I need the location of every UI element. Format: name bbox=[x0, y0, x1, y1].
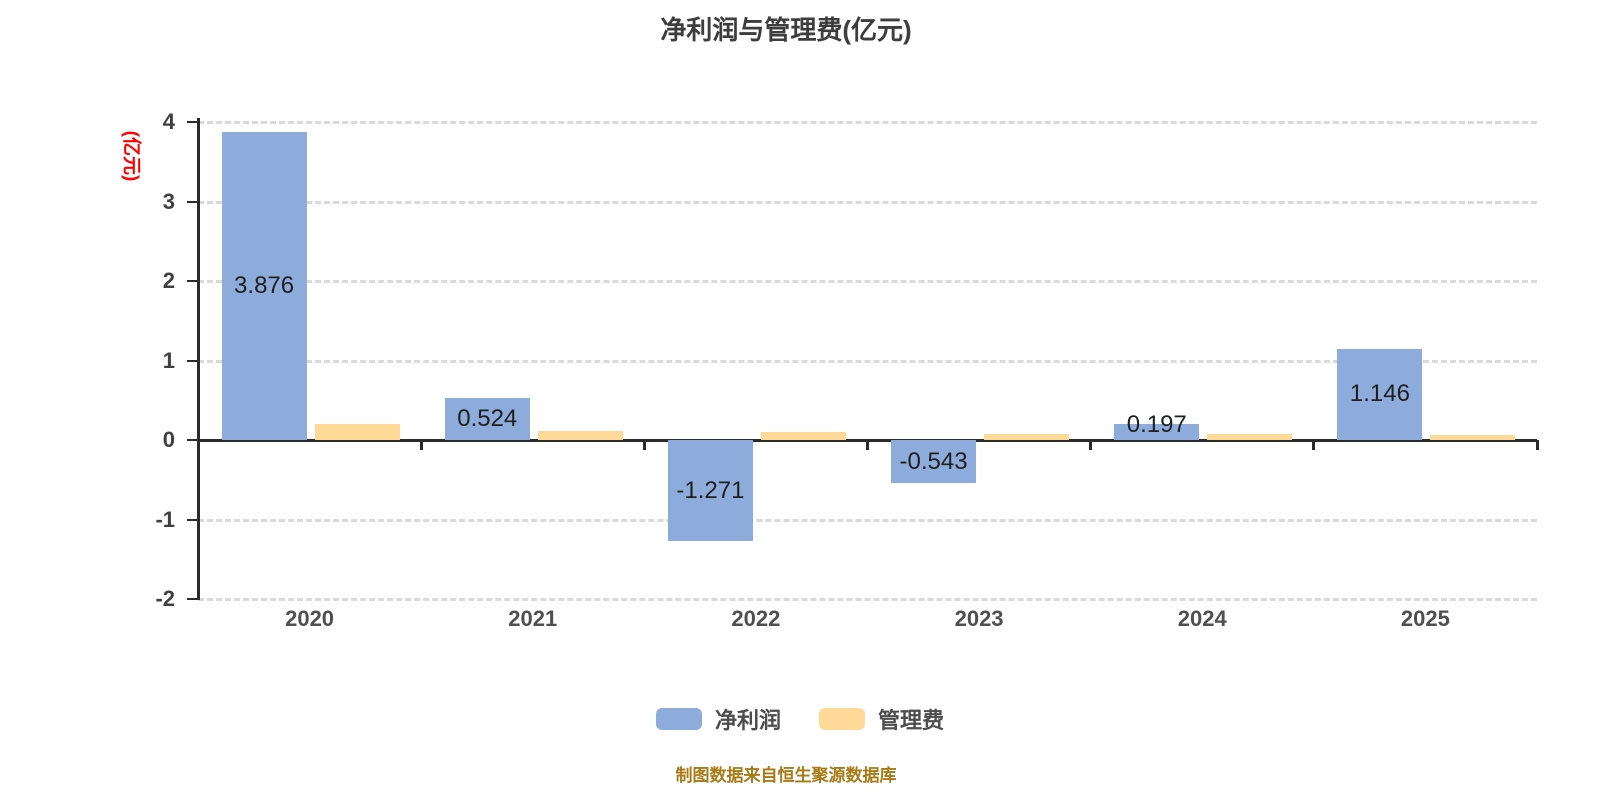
gridline bbox=[198, 280, 1537, 283]
bar-value-label: 0.197 bbox=[1126, 411, 1187, 438]
x-tick-label: 2020 bbox=[285, 606, 335, 631]
net-profit-bar-2022 bbox=[667, 440, 753, 542]
management-fee-bar-2020 bbox=[314, 424, 400, 440]
y-tick-label: 1 bbox=[162, 347, 175, 373]
x-axis-tick bbox=[419, 440, 423, 450]
net-profit-bar-2020 bbox=[221, 131, 307, 440]
x-tick-label: 2024 bbox=[1177, 606, 1227, 631]
x-axis-tick bbox=[642, 440, 646, 450]
y-axis-line bbox=[197, 118, 200, 600]
net-profit-bar-2025 bbox=[1337, 348, 1423, 440]
y-tick-label: 0 bbox=[162, 427, 175, 452]
bar-value-label: 1.146 bbox=[1349, 380, 1410, 408]
x-axis-tick bbox=[866, 440, 869, 450]
management-fee-bar-2023 bbox=[984, 434, 1070, 440]
y-tick-label: -2 bbox=[155, 586, 175, 611]
net-profit-bar-2023 bbox=[891, 440, 977, 484]
x-axis-tick bbox=[1535, 440, 1539, 450]
y-axis-tick bbox=[187, 518, 197, 521]
gridline bbox=[198, 121, 1537, 124]
x-tick-label: 2021 bbox=[508, 606, 558, 631]
y-tick-label: 4 bbox=[162, 109, 175, 134]
bar-value-label: -1.271 bbox=[676, 476, 745, 504]
gridline bbox=[198, 200, 1537, 204]
chart-title: 净利润与管理费(亿元) bbox=[660, 15, 912, 45]
x-axis-tick bbox=[1089, 440, 1093, 450]
y-axis-tick bbox=[187, 439, 197, 441]
y-tick-label: -1 bbox=[155, 506, 175, 532]
y-tick-label: 3 bbox=[162, 188, 175, 214]
y-axis-tick bbox=[187, 121, 197, 123]
y-tick-label: 2 bbox=[162, 268, 175, 293]
x-tick-label: 2023 bbox=[954, 606, 1004, 631]
gridline bbox=[198, 598, 1537, 601]
x-axis-tick bbox=[1312, 440, 1316, 450]
management-fee-bar-2022 bbox=[760, 432, 846, 440]
y-axis-tick bbox=[187, 598, 197, 600]
y-axis-tick bbox=[187, 359, 197, 362]
gridline bbox=[198, 518, 1537, 522]
x-tick-label: 2025 bbox=[1400, 606, 1450, 631]
management-fee-swatch bbox=[819, 708, 865, 730]
legend-item-net-profit[interactable]: 净利润 bbox=[655, 703, 781, 735]
legend-item-management-fee[interactable]: 管理费 bbox=[819, 703, 944, 735]
management-fee-bar-2024 bbox=[1207, 434, 1293, 440]
y-axis-tick bbox=[187, 200, 197, 203]
management-fee-bar-2025 bbox=[1430, 435, 1516, 440]
bar-value-label: -0.543 bbox=[899, 447, 968, 475]
data-source-note: 制图数据来自恒生聚源数据库 bbox=[675, 766, 897, 785]
bar-value-label: 0.524 bbox=[457, 405, 518, 433]
x-tick-label: 2022 bbox=[731, 606, 781, 631]
management-fee-bar-2021 bbox=[537, 431, 623, 440]
net-profit-bar-2021 bbox=[444, 398, 530, 440]
legend: 净利润 管理费 bbox=[0, 703, 1600, 735]
y-axis-tick bbox=[187, 280, 197, 282]
net-profit-swatch bbox=[655, 708, 702, 730]
net-profit-legend-label: 净利润 bbox=[714, 708, 781, 733]
gridline bbox=[198, 359, 1537, 363]
management-fee-legend-label: 管理费 bbox=[878, 708, 945, 733]
bar-value-label: 3.876 bbox=[234, 271, 295, 299]
net-profit-bar-2024 bbox=[1114, 424, 1200, 440]
